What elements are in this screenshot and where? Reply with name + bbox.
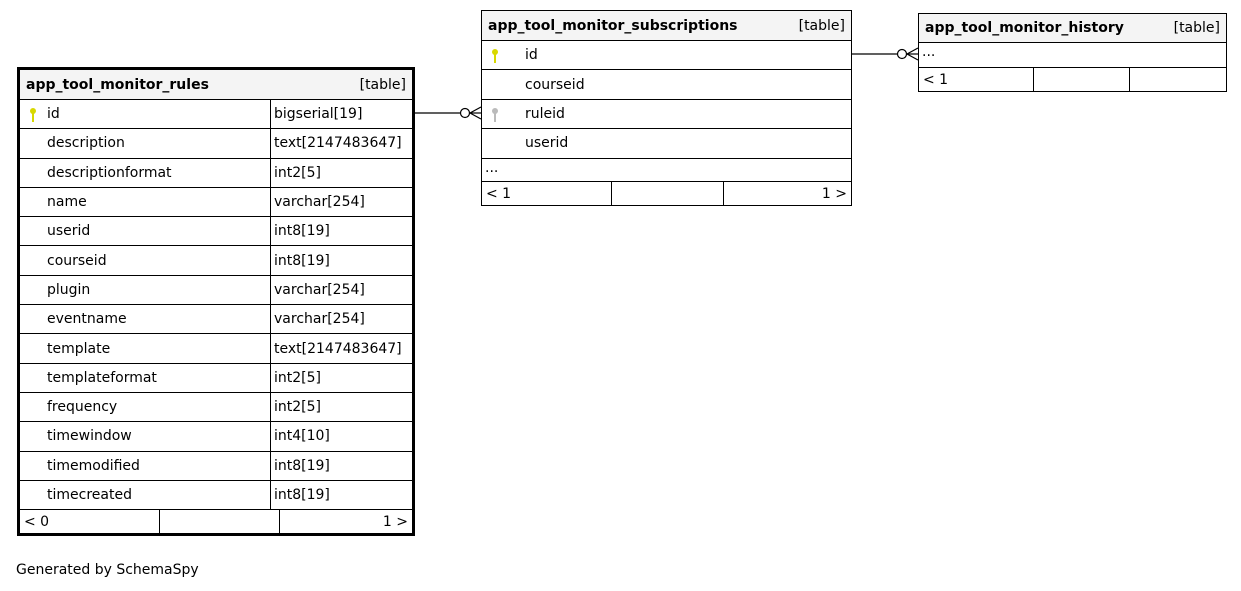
- parents-count[interactable]: < 0: [24, 514, 50, 531]
- column-type: text[2147483647]: [270, 129, 412, 158]
- footer-spacer: [611, 181, 723, 206]
- column-name: timecreated: [47, 487, 132, 503]
- column-name: template: [47, 340, 111, 357]
- table-name[interactable]: app_tool_monitor_history: [925, 20, 1124, 36]
- footer-spacer: [1033, 68, 1129, 92]
- column-type: text[2147483647]: [270, 334, 412, 363]
- column-type: int2[5]: [270, 363, 412, 392]
- column-row[interactable]: timemodified int8[19]: [20, 451, 412, 481]
- column-row[interactable]: ruleid: [482, 100, 851, 130]
- column-name: id: [525, 47, 538, 64]
- foreign-key-icon: [490, 107, 500, 123]
- column-row[interactable]: plugin varchar[254]: [20, 275, 412, 306]
- column-name: description: [47, 135, 125, 152]
- table-kind: [table]: [1173, 20, 1220, 36]
- column-row[interactable]: name varchar[254]: [20, 187, 412, 218]
- column-type: int2[5]: [270, 392, 412, 422]
- column-row[interactable]: descriptionformat int2[5]: [20, 158, 412, 188]
- column-row[interactable]: description text[2147483647]: [20, 129, 412, 159]
- parents-count[interactable]: < 1: [486, 185, 512, 202]
- column-row[interactable]: timecreated int8[19]: [20, 480, 412, 511]
- column-name: courseid: [525, 76, 585, 93]
- children-count[interactable]: 1 >: [723, 181, 851, 206]
- column-type: int8[19]: [270, 217, 412, 246]
- column-row[interactable]: userid int8[19]: [20, 217, 412, 247]
- column-row[interactable]: frequency int2[5]: [20, 392, 412, 423]
- column-name: id: [47, 106, 60, 123]
- column-row[interactable]: template text[2147483647]: [20, 334, 412, 364]
- table-name[interactable]: app_tool_monitor_subscriptions: [488, 17, 738, 34]
- children-count[interactable]: 1 >: [279, 510, 412, 535]
- column-name: name: [47, 194, 87, 211]
- column-type: varchar[254]: [270, 305, 412, 334]
- generated-by-label: Generated by SchemaSpy: [16, 562, 199, 578]
- column-row[interactable]: courseid int8[19]: [20, 246, 412, 276]
- footer-spacer: [159, 510, 279, 535]
- rules-to-subscriptions-connector: [414, 106, 482, 120]
- column-row[interactable]: id bigserial[19]: [20, 100, 412, 130]
- table-app-tool-monitor-rules[interactable]: app_tool_monitor_rules [table] id bigseri…: [17, 67, 415, 536]
- table-kind: [table]: [359, 76, 406, 93]
- table-name[interactable]: app_tool_monitor_rules: [26, 76, 209, 93]
- column-row[interactable]: courseid: [482, 70, 851, 100]
- column-row[interactable]: timewindow int4[10]: [20, 422, 412, 452]
- column-row[interactable]: userid: [482, 129, 851, 159]
- column-type: varchar[254]: [270, 187, 412, 217]
- primary-key-icon: [28, 107, 38, 123]
- column-name: courseid: [47, 252, 107, 269]
- column-type: int8[19]: [270, 246, 412, 275]
- primary-key-icon: [490, 48, 500, 64]
- column-name: userid: [47, 223, 91, 240]
- column-name: timewindow: [47, 428, 132, 445]
- table-header: app_tool_monitor_rules [table]: [20, 70, 412, 100]
- column-name: ruleid: [525, 105, 565, 122]
- table-footer: < 1: [919, 68, 1226, 92]
- table-header: app_tool_monitor_history [table]: [919, 14, 1226, 43]
- column-name: templateformat: [47, 369, 157, 386]
- column-name: plugin: [47, 281, 91, 298]
- table-header: app_tool_monitor_subscriptions [table]: [482, 11, 851, 41]
- column-type: int4[10]: [270, 422, 412, 451]
- column-type: bigserial[19]: [270, 100, 412, 129]
- children-count: [1129, 68, 1226, 92]
- column-name: timemodified: [47, 457, 140, 474]
- table-footer: < 0 1 >: [20, 510, 412, 535]
- column-row[interactable]: eventname varchar[254]: [20, 305, 412, 335]
- table-kind: [table]: [798, 17, 845, 34]
- column-name: frequency: [47, 399, 118, 416]
- table-footer: < 1 1 >: [482, 181, 851, 206]
- column-type: int8[19]: [270, 451, 412, 480]
- column-name: descriptionformat: [47, 164, 172, 181]
- column-type: varchar[254]: [270, 275, 412, 305]
- column-name: userid: [525, 135, 569, 152]
- column-type: int2[5]: [270, 158, 412, 187]
- parents-count[interactable]: < 1: [923, 72, 949, 88]
- table-app-tool-monitor-history[interactable]: app_tool_monitor_history [table] ... < 1: [918, 13, 1227, 92]
- column-row[interactable]: id: [482, 41, 851, 71]
- subscriptions-to-history-connector: [851, 47, 919, 61]
- column-row[interactable]: templateformat int2[5]: [20, 363, 412, 393]
- more-columns: ...: [919, 43, 1226, 68]
- column-type: int8[19]: [270, 480, 412, 510]
- column-name: eventname: [47, 311, 127, 328]
- more-columns: ...: [482, 159, 851, 182]
- table-app-tool-monitor-subscriptions[interactable]: app_tool_monitor_subscriptions [table] i…: [481, 10, 852, 206]
